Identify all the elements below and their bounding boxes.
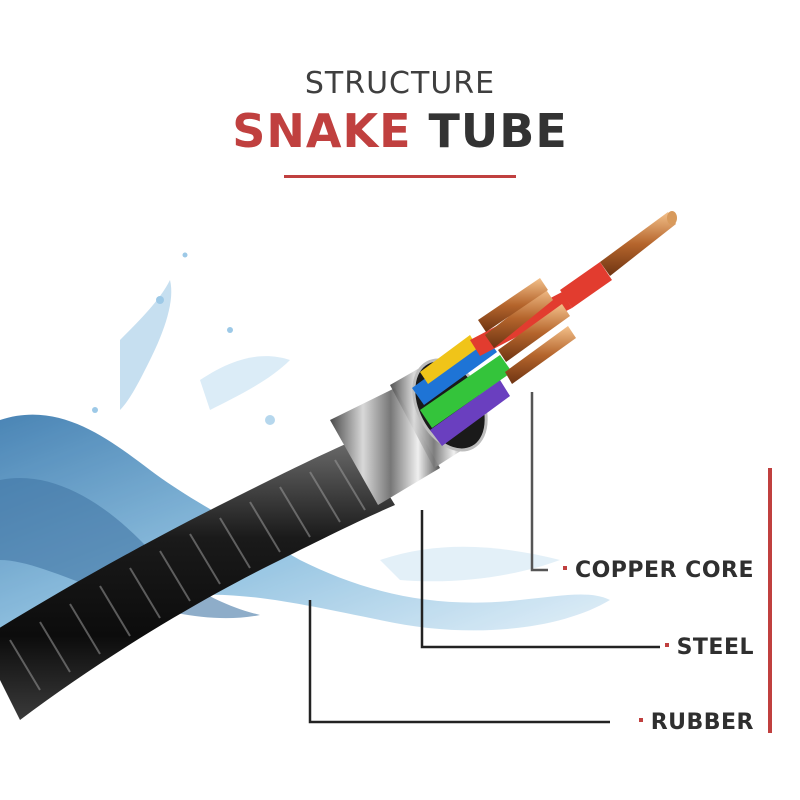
accent-bar [768, 468, 772, 733]
callout-bullet-icon [638, 718, 643, 722]
copper-strands [478, 211, 677, 384]
title-main: TUBE [428, 104, 568, 158]
page-title: SNAKE TUBE [0, 104, 800, 158]
callout-copper-core: COPPER CORE [562, 558, 754, 583]
callout-rubber: RUBBER [638, 710, 754, 735]
callout-label: RUBBER [650, 710, 754, 735]
callout-label: STEEL [676, 635, 754, 660]
callout-bullet-icon [664, 643, 669, 647]
callout-steel: STEEL [664, 635, 754, 660]
title-underline [284, 175, 516, 178]
header-kicker: STRUCTURE [304, 66, 496, 101]
callout-label: COPPER CORE [574, 558, 754, 583]
callout-bullet-icon [562, 566, 567, 570]
title-accent: SNAKE [232, 104, 412, 158]
callout-lines [308, 392, 660, 724]
rubber-jacket [0, 440, 395, 720]
